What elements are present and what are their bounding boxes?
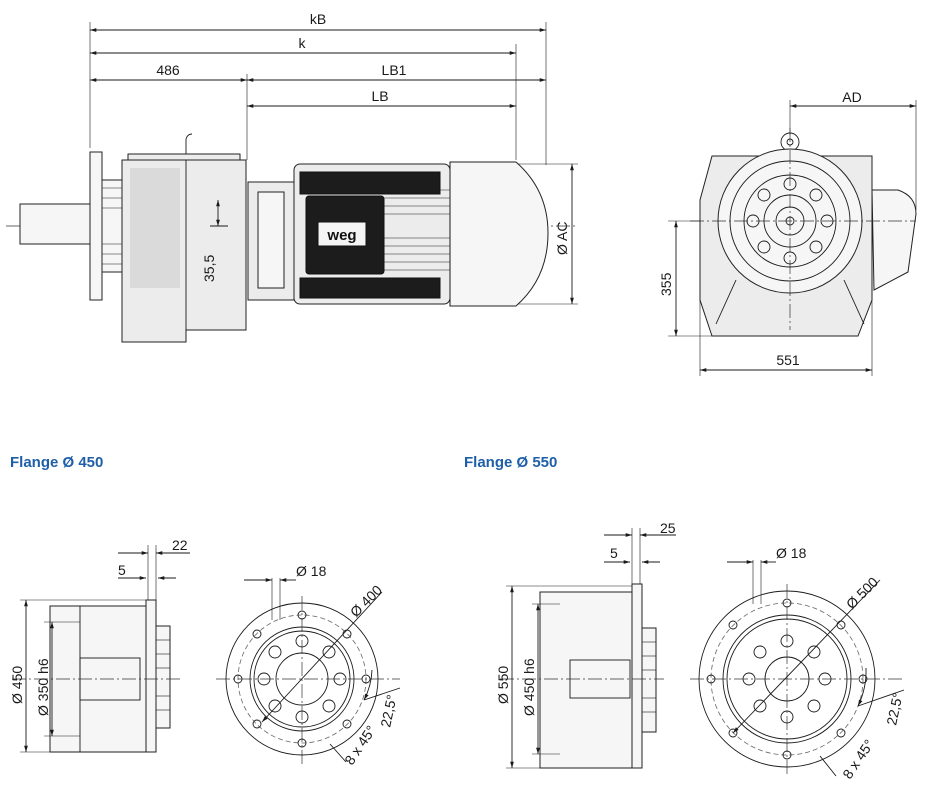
flange-550-side-view: 25 5 Ø 550 Ø 450 h6: [495, 520, 676, 769]
lifting-eye: [185, 133, 193, 154]
flange-450-dim-22: 22: [172, 537, 188, 553]
flange-550-spline: [641, 627, 657, 733]
flange-550-angle: 22,5°: [883, 691, 905, 726]
flange-550-front-view: Ø 18 Ø 500 22,5° 8 x 45°: [690, 545, 906, 782]
flange-550-dim-25: 25: [660, 520, 676, 536]
flange-550-holes: 8 x 45°: [839, 736, 877, 781]
dim-355-label: 355: [658, 272, 674, 296]
flange-450-side-view: 22 5 Ø 450 Ø 350 h6: [9, 537, 190, 753]
flange-550-hole-dia: Ø 18: [776, 545, 807, 561]
dim-LB1-label: LB1: [382, 62, 407, 78]
flange-450-spline: [155, 625, 171, 729]
dim-551-label: 551: [776, 352, 800, 368]
side-view: kB k 486 LB1 LB 35,5: [6, 11, 578, 343]
dim-LB-label: LB: [371, 88, 388, 104]
flange-550-body: [539, 591, 633, 769]
flange-450-angle: 22,5°: [377, 693, 399, 728]
flange-550-outer-dia: Ø 550: [495, 666, 511, 704]
fan-cover: [449, 161, 549, 307]
dim-AD-label: AD: [842, 89, 861, 105]
front-view: AD 355 551: [658, 89, 917, 376]
flange-550-pcd: Ø 500: [843, 574, 881, 612]
output-shaft: [19, 203, 93, 245]
flange-450-pcd: Ø 400: [347, 582, 385, 620]
flange-550-spigot-dia: Ø 450 h6: [521, 658, 537, 716]
flange-550-dim-5: 5: [610, 545, 618, 561]
dim-shaft-height: 35,5: [201, 255, 217, 282]
dim-kB-label: kB: [310, 11, 326, 27]
flange-450-spigot-dia: Ø 350 h6: [35, 658, 51, 716]
dim-AC-label: Ø AC: [554, 222, 570, 255]
dim-486-label: 486: [156, 62, 180, 78]
flange-550-title: Flange Ø 550: [464, 454, 557, 471]
motor-side-profile: [871, 189, 917, 291]
flange-450-holes: 8 x 45°: [341, 722, 379, 767]
output-flange: [89, 151, 103, 301]
flange-450-front-view: Ø 18 Ø 400 22,5° 8 x 45°: [216, 563, 401, 768]
dim-k-label: k: [299, 35, 307, 51]
flange-450-outer-dia: Ø 450: [9, 666, 25, 704]
flange-450-hole-dia: Ø 18: [296, 563, 327, 579]
flange-450-title: Flange Ø 450: [10, 454, 103, 471]
weg-logo-text: weg: [326, 227, 356, 244]
flange-450-dim-5: 5: [118, 562, 126, 578]
weg-logo: [317, 221, 367, 247]
